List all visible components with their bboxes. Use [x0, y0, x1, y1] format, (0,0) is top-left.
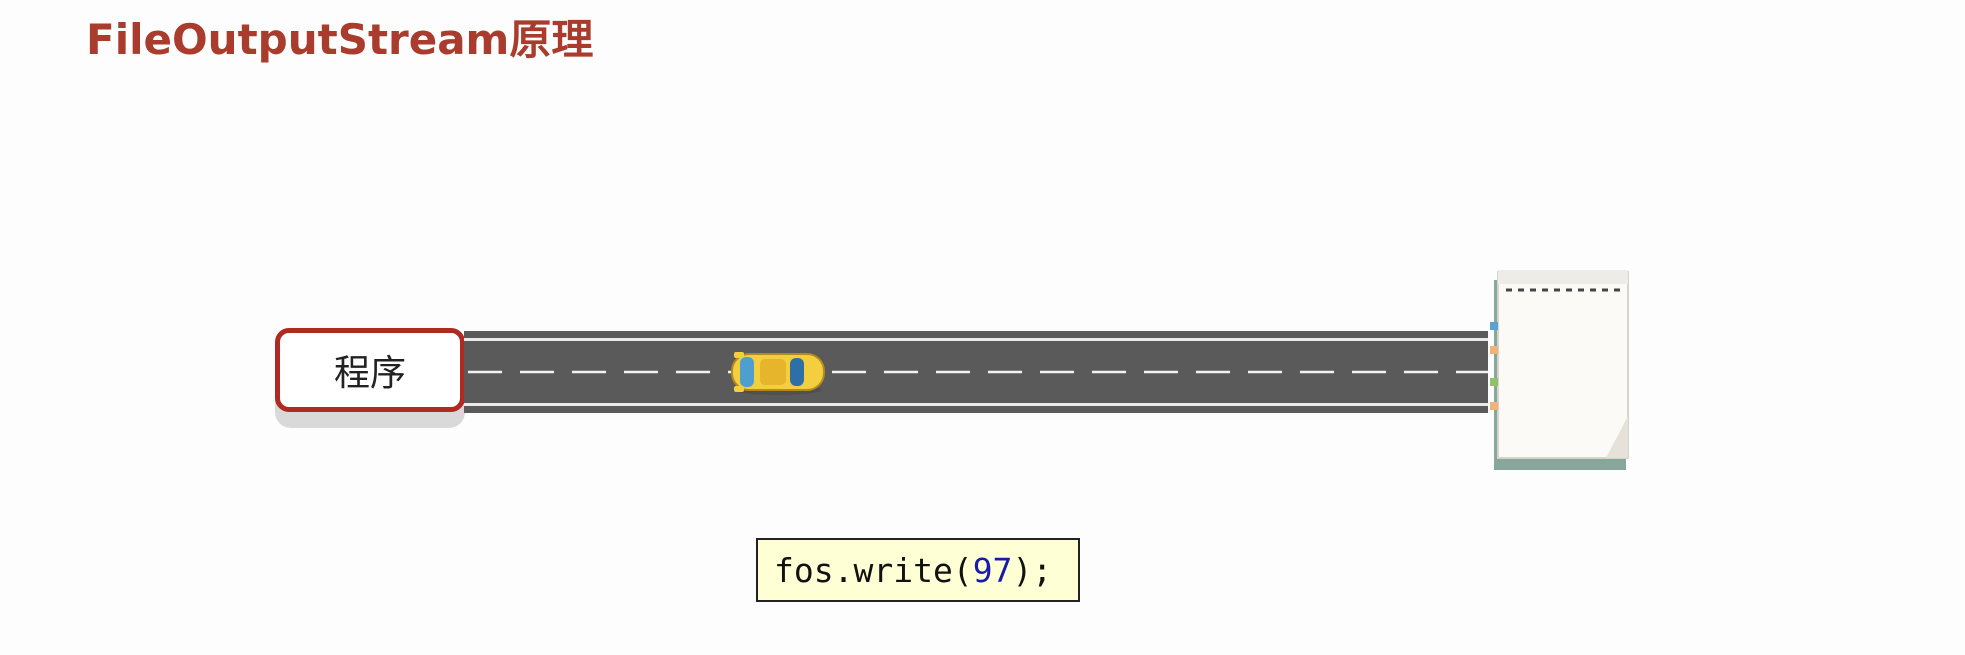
program-label: 程序: [333, 353, 406, 394]
code-suffix: );: [1012, 550, 1053, 590]
code-argument: 97: [972, 550, 1013, 590]
code-prefix: fos.write(: [774, 550, 973, 590]
notebook-icon: [1490, 270, 1629, 470]
program-box: 程序: [275, 328, 465, 412]
page-title: FileOutputStream原理: [86, 15, 594, 64]
car-icon: [731, 352, 825, 395]
code-snippet: fos.write(97);: [756, 538, 1080, 602]
road: [464, 331, 1488, 413]
